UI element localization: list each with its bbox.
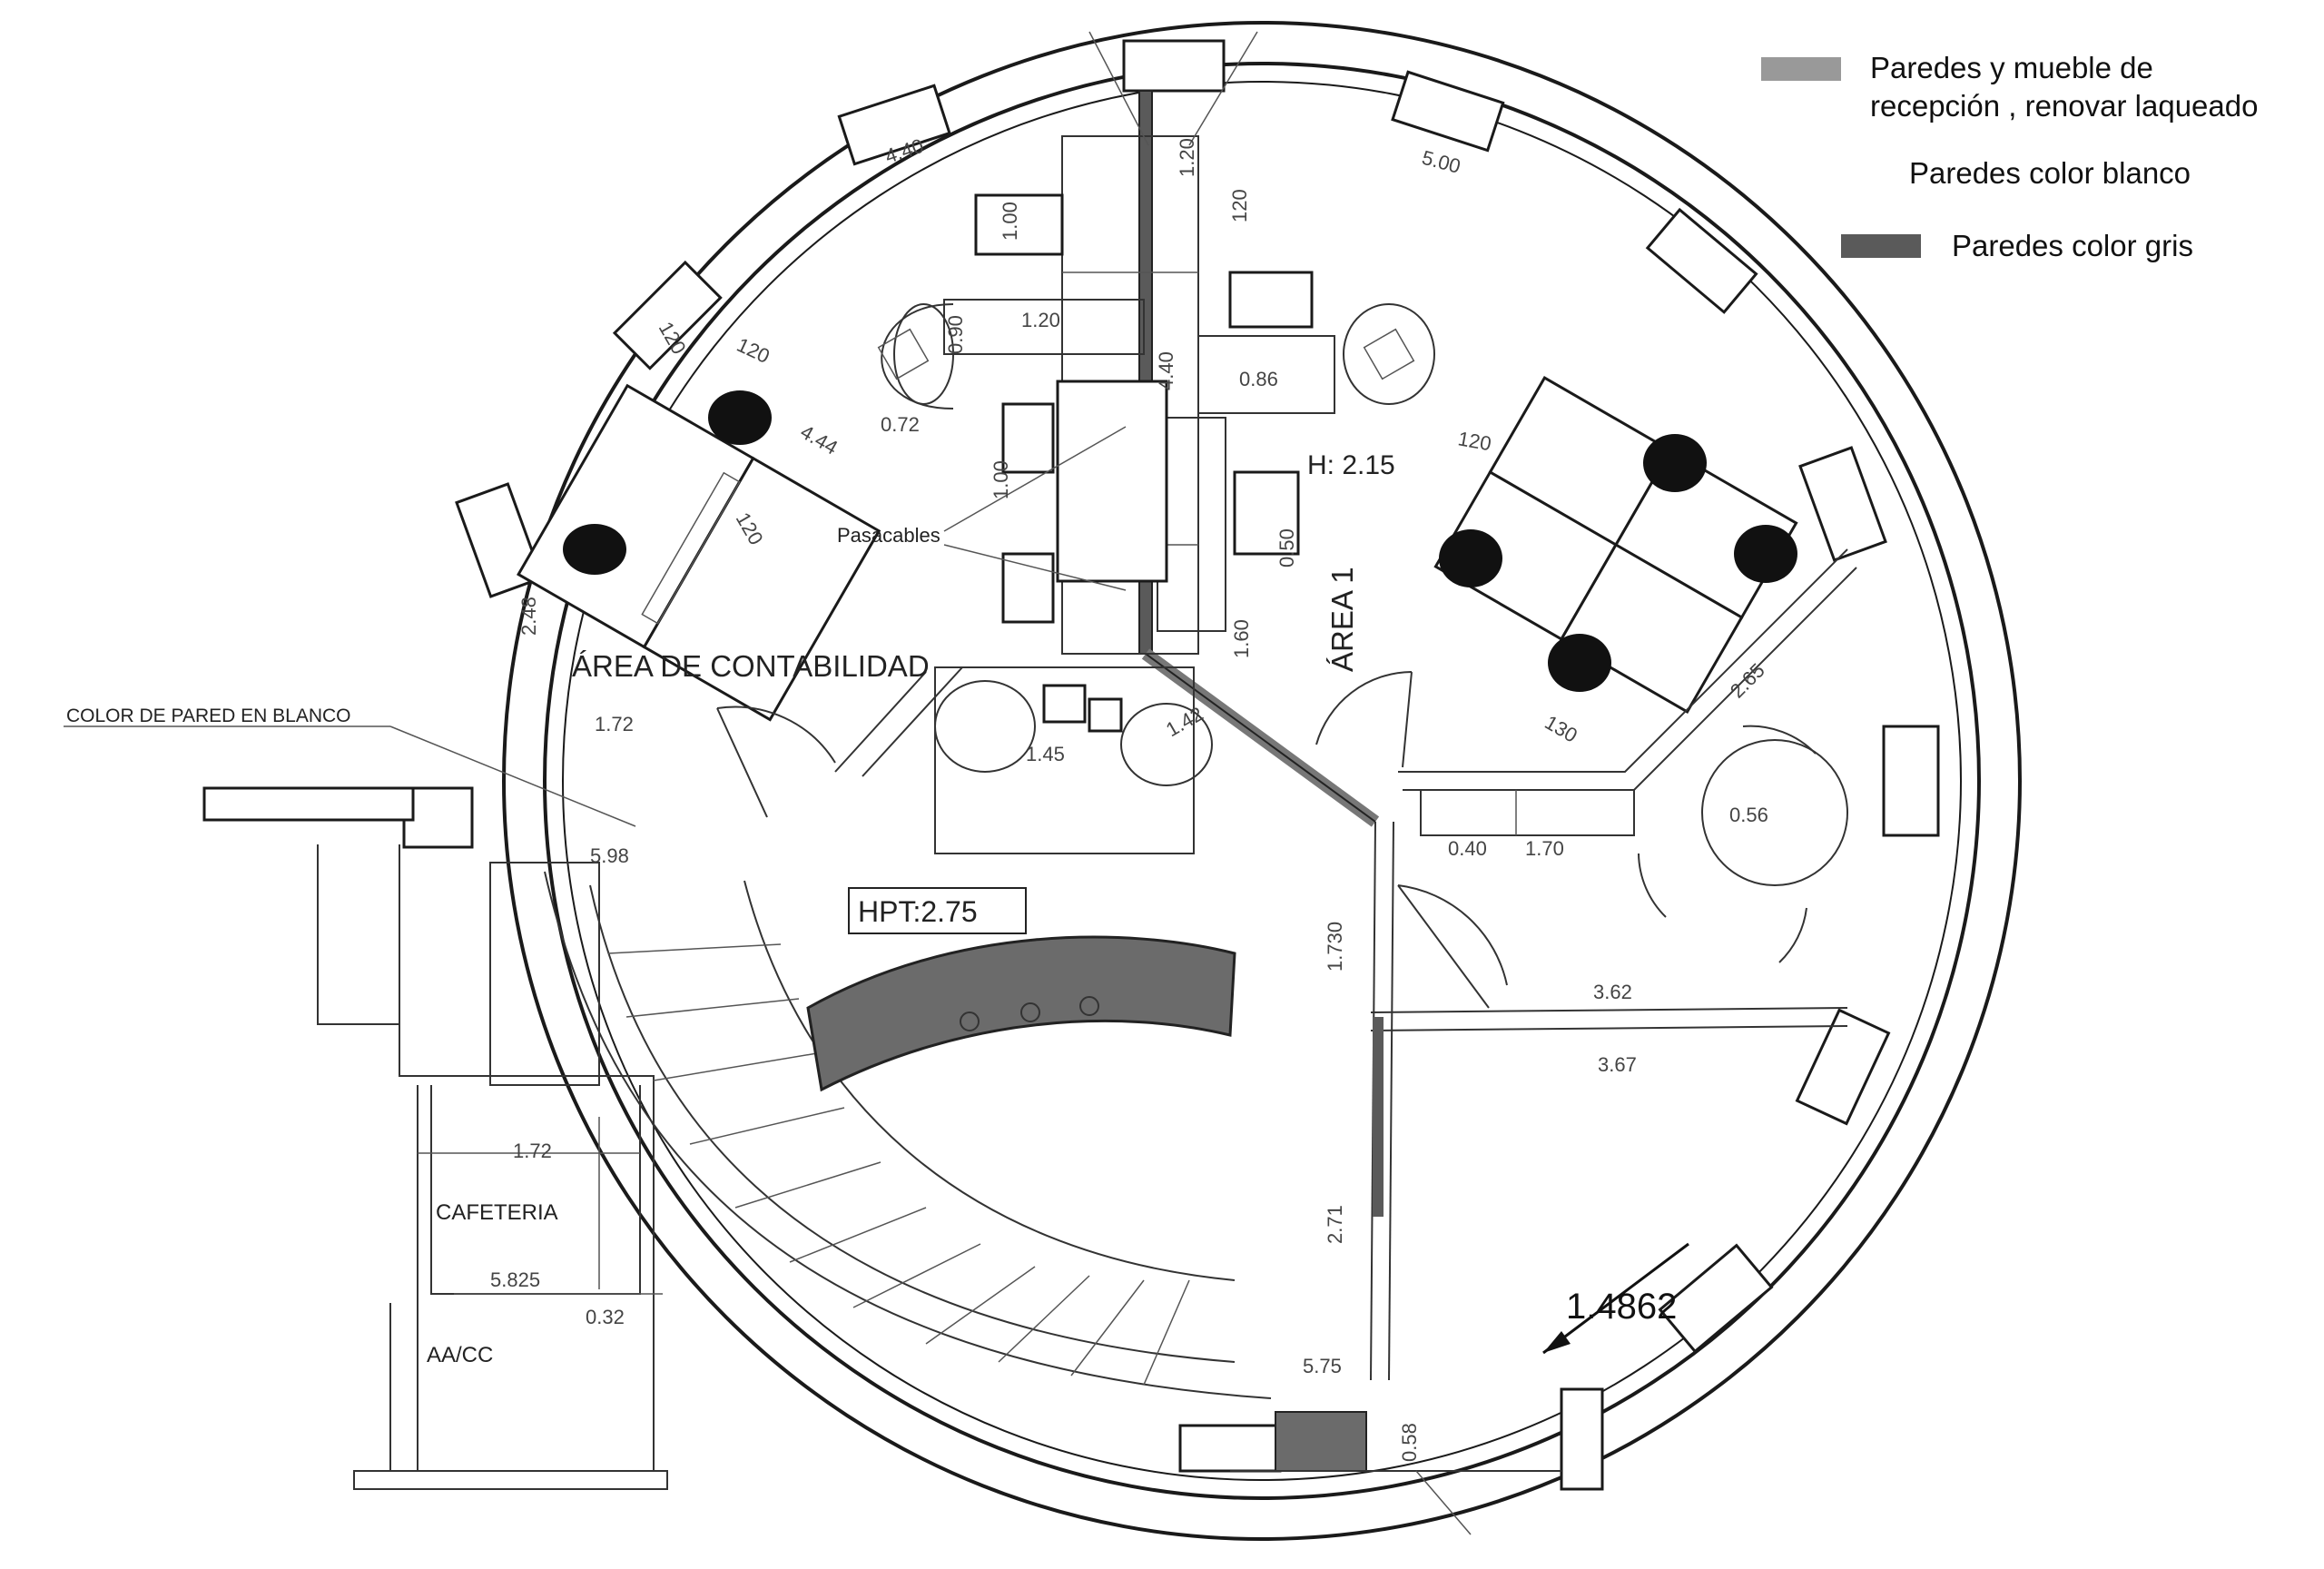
- dim-label: 120: [734, 333, 773, 368]
- room-label-area1: ÁREA 1: [1325, 567, 1359, 672]
- left-annex: [202, 786, 668, 1490]
- dim-label: 0.58: [1398, 1423, 1421, 1462]
- dim-label: 1.00: [999, 202, 1021, 241]
- dim-label: 2.71: [1324, 1205, 1346, 1244]
- legend: Paredes y mueble de recepción , renovar …: [1761, 51, 2258, 262]
- dim-label: 1.20: [1176, 138, 1198, 177]
- dim-label: 120: [1456, 427, 1493, 455]
- dim-label: 0.86: [1239, 368, 1278, 390]
- big-dimension: 1.4862: [1566, 1287, 1677, 1327]
- area1-desks: [1228, 271, 1798, 714]
- height-note: H: 2.15: [1307, 450, 1395, 480]
- dim-label: 0.50: [1275, 528, 1298, 567]
- dim-label: 1.45: [1026, 743, 1065, 765]
- dim-label: 1.72: [595, 713, 634, 735]
- reception-lounge: [834, 666, 1213, 854]
- room-label-aacc: AA/CC: [427, 1343, 493, 1367]
- legend-item2: Paredes color blanco: [1909, 156, 2191, 190]
- doors: [716, 671, 1508, 1009]
- hpt-note: HPT:2.75: [858, 895, 978, 928]
- annotation-leaders: [389, 31, 1689, 1535]
- dim-label: 5.98: [590, 844, 629, 867]
- dim-label: 1.72: [513, 1140, 552, 1162]
- dim-label: 1.42: [1162, 702, 1207, 741]
- legend-item3: Paredes color gris: [1952, 229, 2193, 262]
- dim-label: 1.00: [990, 460, 1012, 499]
- dim-label: 5.00: [1420, 146, 1463, 178]
- room-label-cafeteria: CAFETERIA: [436, 1200, 558, 1225]
- legend-item1-line1: Paredes y mueble de: [1870, 51, 2153, 84]
- room-label-contabilidad: ÁREA DE CONTABILIDAD: [572, 649, 930, 683]
- dim-label: 4.40: [1155, 351, 1177, 390]
- dim-label: 1.60: [1230, 619, 1253, 658]
- wall-white-note: COLOR DE PARED EN BLANCO: [66, 706, 351, 726]
- dim-label: 2.48: [517, 597, 540, 636]
- stairs-and-counter: [544, 871, 1561, 1472]
- dim-label: 1.70: [1525, 837, 1564, 860]
- dim-label: 120: [1228, 189, 1251, 222]
- dim-label: 0.32: [586, 1306, 625, 1328]
- legend-swatch-lacquer: [1761, 57, 1841, 81]
- dim-label: 5.825: [490, 1268, 540, 1291]
- right-section: [1370, 548, 1857, 1381]
- dim-label: 130: [1541, 711, 1581, 747]
- dim-label: 0.90: [944, 315, 967, 354]
- legend-item1-line2: recepción , renovar laqueado: [1870, 89, 2258, 123]
- dim-label: 3.62: [1593, 981, 1632, 1003]
- outer-walls: [502, 21, 2022, 1541]
- legend-swatch-gray: [1841, 234, 1921, 258]
- dim-label: 3.67: [1598, 1053, 1637, 1076]
- hpt-box: [848, 887, 1027, 934]
- accounting-desks: [517, 193, 1435, 722]
- pasacables-note: Pasacables: [837, 524, 940, 547]
- dim-label: 0.40: [1448, 837, 1487, 860]
- dim-label: 5.75: [1303, 1355, 1342, 1377]
- dim-label: 1.20: [1021, 309, 1060, 331]
- dim-label: 0.56: [1729, 804, 1768, 826]
- dim-label: 4.44: [797, 420, 842, 459]
- dim-label: 0.72: [881, 413, 920, 436]
- dim-label: 1.730: [1324, 922, 1346, 972]
